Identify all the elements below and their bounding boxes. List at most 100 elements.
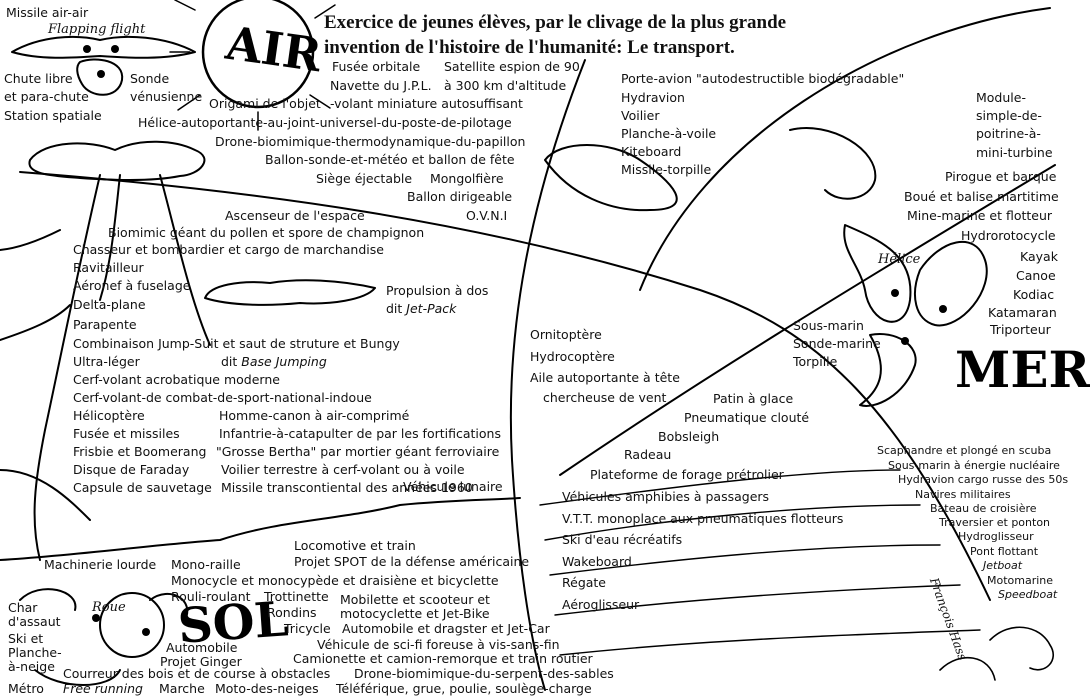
label-hydroglisseur: Hydroglisseur [958, 530, 1034, 543]
label-origami: Origami de l'objet [209, 96, 321, 111]
label-camionette: Camionette et camion-remorque et train r… [293, 651, 593, 666]
label-biomimic: Biomimic géant du pollen et spore de cha… [108, 225, 425, 240]
label-sous-marin: Sous-marin [793, 318, 864, 333]
label-kodiac: Kodiac [1013, 287, 1055, 302]
label-helice-autoportante: Hélice-autoportante-au-joint-universel-d… [138, 115, 512, 130]
label-base-jumping-name: Base Jumping [241, 354, 327, 369]
label-montgolfiere: Mongolfière [430, 171, 504, 186]
label-station-spatiale: Station spatiale [4, 108, 102, 123]
page-title: Exercice de jeunes élèves, par le clivag… [324, 10, 786, 60]
label-aile-2: chercheuse de vent [543, 390, 667, 405]
label-infantrie: Infantrie-à-catapulter de par les fortif… [219, 426, 501, 441]
dot-wing-left [83, 45, 91, 53]
label-bobsleigh: Bobsleigh [658, 429, 720, 444]
label-sous-marin-nucleaire: Sous-marin à énergie nucléaire [888, 459, 1060, 472]
sonde-shape [76, 58, 124, 96]
flapping-flight-label: Flapping flight [48, 22, 146, 37]
propeller-blade-2 [914, 241, 988, 327]
label-patin: Patin à glace [713, 391, 794, 406]
label-rouli: Rouli-roulant [171, 589, 251, 604]
label-capsule: Capsule de sauvetage [73, 480, 212, 495]
label-parapente: Parapente [73, 317, 137, 332]
label-katamaran: Katamaran [988, 305, 1057, 320]
label-hydrocoptere: Hydrocoptère [530, 349, 615, 364]
label-cerf-volant-acro: Cerf-volant acrobatique moderne [73, 372, 280, 387]
title-line-2: invention de l'histoire de l'humanité: L… [324, 37, 735, 58]
label-pont-flottant: Pont flottant [970, 545, 1039, 558]
label-ski-eau: Ski d'eau récréatifs [562, 532, 683, 547]
label-hydrorotocycle: Hydrorotocycle [961, 228, 1056, 243]
label-kayak: Kayak [1020, 249, 1058, 264]
label-fusee-orbitale: Fusée orbitale [332, 59, 421, 74]
label-module-3: poitrine-à- [976, 126, 1041, 141]
label-speedboat: Speedboat [998, 588, 1058, 601]
label-automobile-dragster: Automobile et dragster et Jet-Car [342, 621, 550, 636]
label-ballon-dirigeable: Ballon dirigeable [407, 189, 513, 204]
dot-sonde [97, 70, 105, 78]
label-jet-pack-name: Jet-Pack [406, 301, 457, 316]
label-kiteboard: Kiteboard [621, 144, 682, 159]
label-jet-pack-prefix: dit [386, 301, 407, 316]
label-aeronef: Aéronef à fuselage [73, 278, 191, 293]
ground-line [0, 497, 521, 561]
label-base-jumping: dit Base Jumping [221, 354, 327, 369]
label-propulsion: Propulsion à dos [386, 283, 489, 298]
label-altitude: à 300 km d'altitude [444, 78, 567, 93]
divider-center-arc [509, 59, 586, 691]
label-free-running: Free running [63, 681, 143, 696]
label-jump-suit: Combinaison Jump-Suit et saut de strutur… [73, 336, 400, 351]
sea-lines [539, 469, 981, 656]
label-scaphandre: Scaphandre et plongé en scuba [877, 444, 1052, 457]
dot-wing-right [111, 45, 119, 53]
label-triporteur: Triporteur [990, 322, 1051, 337]
label-canoe: Canoe [1016, 268, 1056, 283]
label-moto-neiges: Moto-des-neiges [215, 681, 319, 696]
label-ravitailleur: Ravitailleur [73, 260, 144, 275]
label-metro: Métro [8, 681, 44, 696]
tree-branch [0, 229, 91, 521]
wave-crest [544, 144, 678, 212]
label-ballon-sonde: Ballon-sonde-et-météo et ballon de fête [265, 152, 515, 167]
label-pneumatique: Pneumatique clouté [684, 410, 810, 425]
label-courreur: Courreur des bois et de course à obstacl… [63, 666, 331, 681]
label-teleferique: Téléférique, grue, poulie, soulège-charg… [336, 681, 592, 696]
wings-shape [11, 35, 196, 59]
label-drone-papillon: Drone-biomimique-thermodynamique-du-papi… [215, 134, 526, 149]
label-ornitoptere: Ornitoptère [530, 327, 602, 342]
label-trottinette: Trottinette [264, 589, 329, 604]
title-line-1: Exercice de jeunes élèves, par le clivag… [324, 12, 787, 33]
label-rondins: Rondins [267, 605, 317, 620]
label-boue: Boué et balise martitime [904, 189, 1059, 204]
label-ski-3: à-neige [8, 659, 55, 674]
label-bateau-croisiere: Bateau de croisière [930, 502, 1037, 515]
label-pirogue: Pirogue et barque [945, 169, 1057, 184]
label-navires: Navires militaires [915, 488, 1011, 501]
divider-mer-diagonal [559, 164, 1056, 476]
label-aile-1: Aile autoportante à tête [530, 370, 680, 385]
label-venusienne: vénusienne [130, 89, 203, 104]
label-vehicule-lunaire: Véhicule lunaire [403, 479, 503, 494]
label-module-4: mini-turbine [976, 145, 1053, 160]
label-hydravion-cargo: Hydravion cargo russe des 50s [898, 473, 1069, 486]
label-disque-faraday: Disque de Faraday [73, 462, 190, 477]
label-voilier: Voilier [621, 108, 660, 123]
label-missile-torpille: Missile-torpille [621, 162, 712, 177]
label-projet-ginger: Projet Ginger [160, 654, 242, 669]
label-satellite: Satellite espion de 90 [444, 59, 580, 74]
label-traversier: Traversier et ponton [939, 516, 1051, 529]
label-siege: Siège éjectable [316, 171, 413, 186]
label-helicoptere: Hélicoptère [73, 408, 145, 423]
label-projet-spot: Projet SPOT de la défense américaine [294, 554, 530, 569]
label-missile-transcontinental: Missile transcontiental des années 1960 [221, 480, 473, 495]
label-plateforme: Plateforme de forage prétrolier [590, 467, 784, 482]
label-machinerie: Machinerie lourde [44, 557, 157, 572]
tree-trunk [33, 174, 211, 561]
label-module-1: Module- [976, 90, 1026, 105]
label-vtt: V.T.T. monoplace aux pneumatiques flotte… [562, 511, 844, 526]
label-voilier-terrestre: Voilier terrestre à cerf-volant ou à voi… [221, 462, 465, 477]
line-art-background [0, 0, 1056, 691]
label-locomotive: Locomotive et train [294, 538, 416, 553]
wheel-circle [99, 592, 165, 658]
label-ski-2: Planche- [8, 645, 62, 660]
label-porte-avion: Porte-avion "autodestructible biodégrada… [621, 71, 905, 86]
